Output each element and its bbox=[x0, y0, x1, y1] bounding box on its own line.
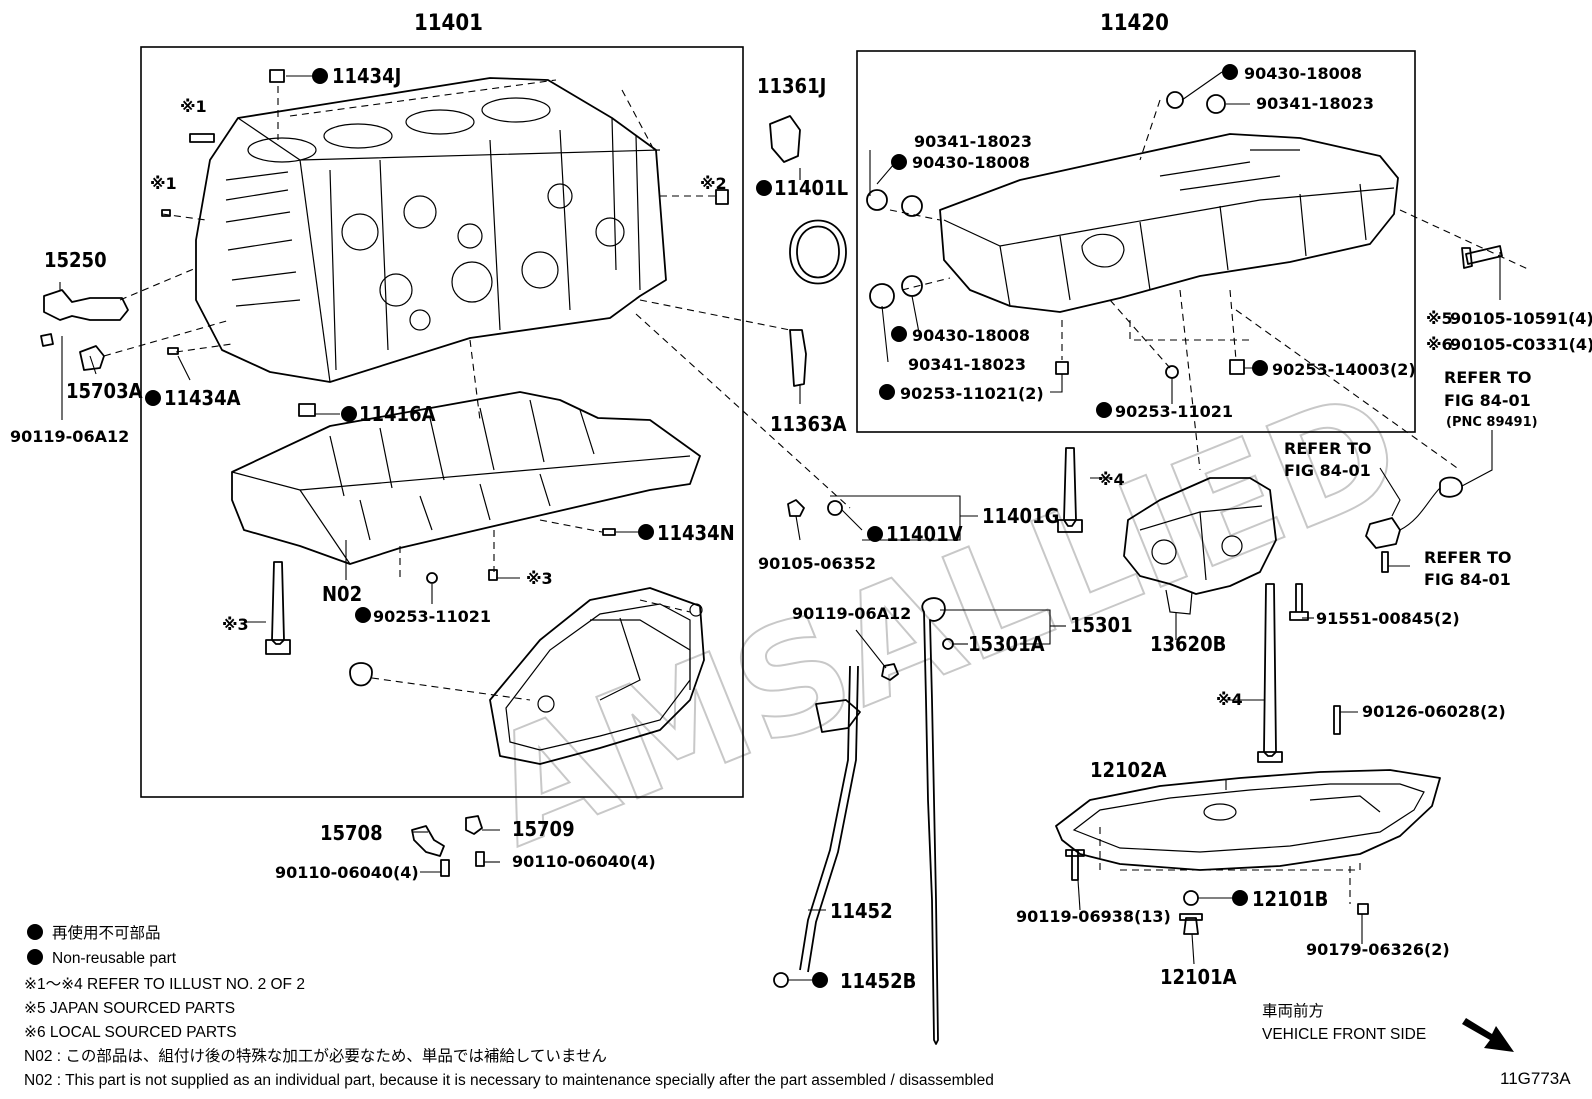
label-11401V: 11401V bbox=[886, 522, 963, 546]
label-11434A: 11434A bbox=[164, 386, 241, 410]
label-11363A: 11363A bbox=[770, 412, 847, 436]
label-11452B: 11452B bbox=[840, 969, 916, 993]
label-90341-18023-c: 90341-18023 bbox=[908, 355, 1026, 374]
label-15301: 15301 bbox=[1070, 613, 1133, 637]
assembly-lines bbox=[103, 79, 1531, 904]
legend-note6: ※6 LOCAL SOURCED PARTS bbox=[24, 1024, 237, 1041]
refer3-line1: REFER TO bbox=[1424, 548, 1512, 567]
cylinder-block-frame bbox=[140, 46, 744, 798]
label-90430-18008-c: 90430-18008 bbox=[912, 326, 1030, 345]
lower-block-drawing bbox=[231, 391, 701, 565]
label-15301A: 15301A bbox=[968, 632, 1045, 656]
baffle-plate-drawing bbox=[489, 587, 705, 765]
hose-11363A bbox=[789, 329, 807, 387]
plug-15703A bbox=[79, 345, 105, 371]
oil-pump-drawing bbox=[1123, 477, 1277, 615]
label-12101A: 12101A bbox=[1160, 965, 1237, 989]
lower-crankcase-frame bbox=[856, 50, 1416, 433]
refer2-line2: FIG 84-01 bbox=[1284, 461, 1371, 480]
label-90430-18008-a: 90430-18008 bbox=[1244, 64, 1362, 83]
label-90110-06040-a: 90110-06040(4) bbox=[275, 863, 419, 882]
leader-lines bbox=[59, 71, 1501, 981]
label-11434J: 11434J bbox=[332, 64, 401, 88]
label-N02: N02 bbox=[322, 582, 362, 606]
legend-en-nonreusable: Non-reusable part bbox=[52, 950, 177, 967]
label-11401: 11401 bbox=[414, 11, 483, 36]
mark-3a: ※3 bbox=[526, 569, 553, 588]
refer3-line2: FIG 84-01 bbox=[1424, 570, 1511, 589]
legend-note1: ※1～※4 REFER TO ILLUST NO. 2 OF 2 bbox=[24, 976, 305, 993]
front-arrow-icon bbox=[1462, 1018, 1514, 1052]
label-13620B: 13620B bbox=[1150, 632, 1226, 656]
label-11401L: 11401L bbox=[774, 176, 848, 200]
legend-n02-en: N02 : This part is not supplied as an in… bbox=[24, 1072, 994, 1089]
oil-level-sensor bbox=[1365, 517, 1401, 549]
label-12102A: 12102A bbox=[1090, 758, 1167, 782]
bolts bbox=[40, 245, 1503, 935]
mark-5: ※5 bbox=[1426, 309, 1453, 328]
orientation-en: VEHICLE FRONT SIDE bbox=[1262, 1026, 1426, 1043]
dipstick-guide-11452 bbox=[799, 665, 859, 973]
baffle-gasket bbox=[349, 662, 373, 687]
label-11420: 11420 bbox=[1100, 11, 1169, 36]
mark-1b: ※1 bbox=[150, 174, 177, 193]
refer1-line1: REFER TO bbox=[1444, 368, 1532, 387]
oil-strainer-15708 bbox=[411, 825, 445, 857]
label-11434N: 11434N bbox=[657, 521, 735, 545]
dipstick-guide-bracket bbox=[815, 699, 861, 733]
mark-1a: ※1 bbox=[180, 97, 207, 116]
legend-jp-nonreusable: 再使用不可部品 bbox=[52, 924, 161, 942]
oil-level-connector bbox=[1439, 476, 1463, 498]
label-15709: 15709 bbox=[512, 817, 575, 841]
seal-retainer-11361J bbox=[769, 115, 801, 163]
refer1-line3: (PNC 89491) bbox=[1446, 415, 1538, 430]
label-90119-06938: 90119-06938(13) bbox=[1016, 907, 1171, 926]
label-90110-06040-b: 90110-06040(4) bbox=[512, 852, 656, 871]
mark-4b: ※4 bbox=[1216, 690, 1243, 709]
label-90126-06028: 90126-06028(2) bbox=[1362, 702, 1506, 721]
label-91551-00845: 91551-00845(2) bbox=[1316, 609, 1460, 628]
label-90341-18023-a: 90341-18023 bbox=[1256, 94, 1374, 113]
label-90253-11021-left: 90253-11021 bbox=[373, 607, 491, 626]
rear-oil-seal-11401L bbox=[789, 219, 847, 285]
label-90119-06A12-mid: 90119-06A12 bbox=[792, 604, 911, 623]
label-90179-06326: 90179-06326(2) bbox=[1306, 940, 1450, 959]
watermark: AMSALLIED bbox=[465, 358, 1423, 880]
non-reusable-markers bbox=[27, 64, 1268, 988]
label-12101B: 12101B bbox=[1252, 887, 1328, 911]
legend-n02-jp: N02 : この部品は、組付け後の特殊な加工が必要なため、単品では補給していませ… bbox=[24, 1047, 607, 1065]
label-90105-10591: 90105-10591(4) bbox=[1450, 309, 1592, 328]
label-15250: 15250 bbox=[44, 248, 107, 272]
label-90253-11021-2: 90253-11021(2) bbox=[900, 384, 1044, 403]
label-11452: 11452 bbox=[830, 899, 893, 923]
lower-crankcase-drawing bbox=[939, 133, 1399, 313]
label-90253-11021-box: 90253-11021 bbox=[1115, 402, 1233, 421]
refer2-line1: REFER TO bbox=[1284, 439, 1372, 458]
cylinder-block-drawing bbox=[195, 77, 667, 383]
label-90105-C0331: 90105-C0331(4) bbox=[1450, 335, 1592, 354]
refer1-line2: FIG 84-01 bbox=[1444, 391, 1531, 410]
mark-3b: ※3 bbox=[222, 615, 249, 634]
label-90341-18023-b: 90341-18023 bbox=[914, 132, 1032, 151]
mark-2: ※2 bbox=[700, 174, 727, 193]
label-11416A: 11416A bbox=[359, 402, 436, 426]
mark-4a: ※4 bbox=[1098, 470, 1125, 489]
oil-pressure-switch-15250 bbox=[43, 289, 129, 321]
label-11361J: 11361J bbox=[757, 74, 826, 98]
dipstick-15301 bbox=[921, 597, 946, 1045]
label-90119-06A12-left: 90119-06A12 bbox=[10, 427, 129, 446]
figure-code: 11G773A bbox=[1500, 1069, 1571, 1088]
oil-pan-drawing bbox=[1055, 769, 1441, 871]
strainer-15709 bbox=[465, 815, 483, 835]
label-15703A: 15703A bbox=[66, 379, 143, 403]
label-90105-06352: 90105-06352 bbox=[758, 554, 876, 573]
legend-note5: ※5 JAPAN SOURCED PARTS bbox=[24, 1000, 235, 1017]
label-90430-18008-b: 90430-18008 bbox=[912, 153, 1030, 172]
label-90253-14003: 90253-14003(2) bbox=[1272, 360, 1416, 379]
label-15708: 15708 bbox=[320, 821, 383, 845]
orientation-jp: 車両前方 bbox=[1262, 1002, 1324, 1020]
label-11401G: 11401G bbox=[982, 504, 1059, 528]
mark-6: ※6 bbox=[1426, 335, 1453, 354]
